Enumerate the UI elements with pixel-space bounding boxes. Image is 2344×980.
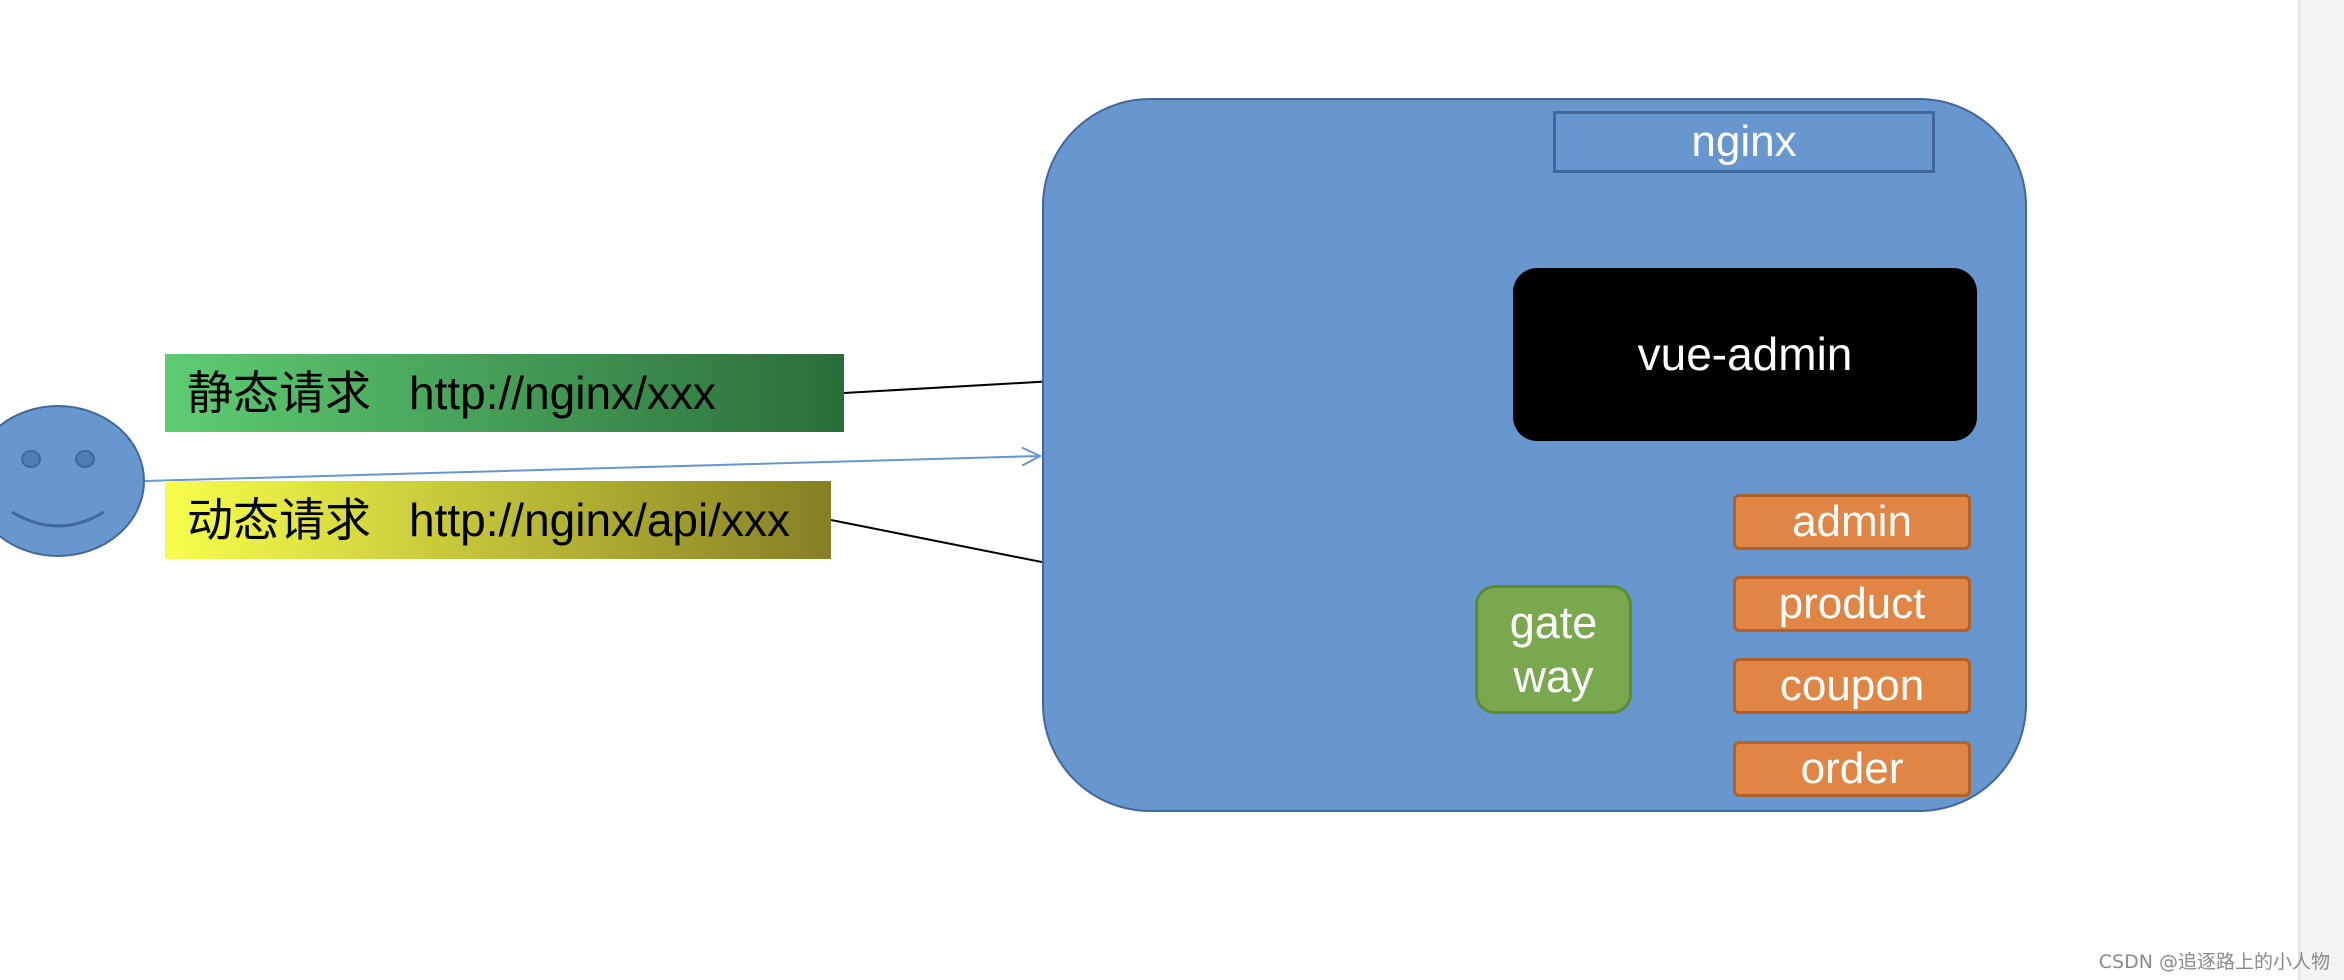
static-request-bar: 静态请求 http://nginx/xxx — [165, 354, 844, 432]
smiley-right-eye — [75, 450, 95, 468]
service-order: order — [1733, 741, 1971, 797]
smiley-left-eye — [21, 450, 41, 468]
smiley-face-icon — [0, 405, 145, 557]
vue-admin-box: vue-admin — [1513, 268, 1977, 441]
service-coupon: coupon — [1733, 658, 1971, 714]
dynamic-request-type: 动态请求 — [187, 493, 371, 547]
static-request-type: 静态请求 — [187, 366, 371, 420]
user-to-nginx-arrow — [144, 456, 1040, 482]
gateway-label-line2: way — [1513, 650, 1594, 702]
dynamic-request-url: http://nginx/api/xxx — [409, 494, 790, 546]
gateway-box: gate way — [1475, 585, 1632, 714]
nginx-label: nginx — [1553, 111, 1935, 173]
service-product: product — [1733, 576, 1971, 632]
scrollbar-track[interactable] — [2298, 0, 2344, 980]
dynamic-request-bar: 动态请求 http://nginx/api/xxx — [165, 481, 831, 559]
smiley-mouth — [11, 510, 105, 528]
watermark: CSDN @追逐路上的小人物 — [2098, 951, 2330, 973]
service-admin: admin — [1733, 494, 1971, 550]
gateway-label-line1: gate — [1509, 596, 1598, 648]
static-request-url: http://nginx/xxx — [409, 367, 716, 419]
